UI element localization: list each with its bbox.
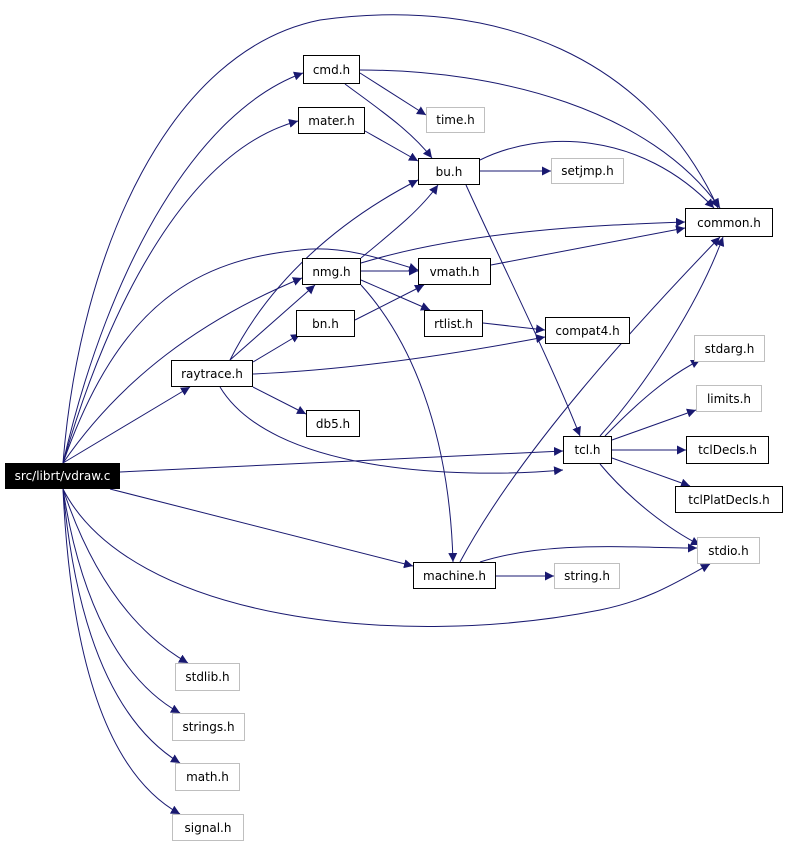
edge-bu-to-common xyxy=(479,141,715,209)
node-stdarg-h: stdarg.h xyxy=(694,335,765,362)
node-label: db5.h xyxy=(315,416,351,431)
node-stdio-h: stdio.h xyxy=(697,537,760,564)
edge-machine-to-common xyxy=(459,236,721,563)
edge-vdraw-to-stdlib xyxy=(62,488,189,664)
node-label: stdio.h xyxy=(708,543,749,558)
node-label: machine.h xyxy=(423,568,486,583)
node-label: vmath.h xyxy=(429,264,480,279)
edge-raytrace-to-bn xyxy=(252,333,301,363)
node-label: rtlist.h xyxy=(434,316,473,331)
node-rtlist-h[interactable]: rtlist.h xyxy=(424,310,483,337)
node-label: string.h xyxy=(564,569,610,583)
node-label: tclPlatDecls.h xyxy=(688,492,770,507)
edge-rtlist-to-compat4 xyxy=(482,322,546,334)
node-tclplatdecls-h[interactable]: tclPlatDecls.h xyxy=(675,486,783,513)
edge-tcl-to-common xyxy=(599,236,725,437)
node-label: time.h xyxy=(436,113,475,127)
node-label: limits.h xyxy=(706,391,752,406)
node-label: setjmp.h xyxy=(561,164,614,178)
edge-nmg-to-rtlist xyxy=(360,279,431,311)
node-common-h[interactable]: common.h xyxy=(685,208,773,237)
node-label: stdlib.h xyxy=(185,670,230,684)
node-label: stdarg.h xyxy=(704,341,755,356)
edge-raytrace-to-compat4 xyxy=(252,334,546,375)
edge-tcl-to-tclPlatDecls xyxy=(611,457,691,488)
edge-vdraw-to-nmg xyxy=(62,277,303,464)
node-nmg-h[interactable]: nmg.h xyxy=(302,258,361,285)
node-limits-h: limits.h xyxy=(696,385,762,412)
edge-cmd-to-common xyxy=(359,69,721,209)
node-db5-h[interactable]: db5.h xyxy=(306,410,360,437)
node-time-h: time.h xyxy=(426,107,485,133)
node-tcl-h[interactable]: tcl.h xyxy=(563,436,612,464)
edge-bu-to-tcl xyxy=(465,184,581,437)
node-label: strings.h xyxy=(182,720,235,734)
node-stdlib-h: stdlib.h xyxy=(175,663,240,691)
edge-vdraw-to-common xyxy=(62,14,719,464)
edge-tcl-to-stdarg xyxy=(604,359,701,437)
edge-cmd-to-time xyxy=(359,72,427,116)
edge-mater-to-bu xyxy=(364,130,419,162)
node-label: nmg.h xyxy=(312,264,351,279)
edge-vdraw-to-mater xyxy=(62,118,299,464)
node-label: signal.h xyxy=(184,820,232,835)
node-cmd-h[interactable]: cmd.h xyxy=(303,55,360,84)
edge-nmg-to-bu xyxy=(360,184,439,259)
node-mater-h[interactable]: mater.h xyxy=(298,107,365,134)
edge-raytrace-to-db5 xyxy=(252,386,307,415)
edge-machine-to-stdio xyxy=(479,543,698,563)
node-tcldecls-h[interactable]: tclDecls.h xyxy=(686,436,769,464)
edge-nmg-to-common xyxy=(360,217,686,264)
node-signal-h: signal.h xyxy=(172,814,244,841)
edge-tcl-to-stdio xyxy=(599,463,701,546)
node-raytrace-h[interactable]: raytrace.h xyxy=(171,360,253,387)
node-setjmp-h: setjmp.h xyxy=(551,158,624,184)
edge-raytrace-to-nmg xyxy=(229,284,316,361)
node-math-h: math.h xyxy=(175,763,240,791)
edge-nmg-to-machine xyxy=(360,284,458,563)
edge-tcl-to-limits xyxy=(611,408,697,441)
node-machine-h[interactable]: machine.h xyxy=(413,562,496,589)
node-compat4-h[interactable]: compat4.h xyxy=(545,317,630,344)
node-bn-h[interactable]: bn.h xyxy=(296,310,355,337)
edge-vdraw-to-strings xyxy=(62,488,181,714)
node-vmath-h[interactable]: vmath.h xyxy=(418,258,491,285)
root-file-node[interactable]: src/librt/vdraw.c xyxy=(5,463,120,489)
node-label: cmd.h xyxy=(312,62,351,77)
node-label: common.h xyxy=(697,215,761,230)
edge-vdraw-to-cmd xyxy=(62,71,304,464)
edge-raytrace-to-tcl xyxy=(219,386,564,476)
node-label: compat4.h xyxy=(555,323,620,338)
edge-vdraw-to-machine xyxy=(109,488,414,569)
node-label: math.h xyxy=(186,770,229,784)
node-label: bn.h xyxy=(312,316,339,331)
node-label: mater.h xyxy=(308,113,355,128)
edge-vmath-to-common xyxy=(490,225,686,266)
edge-cmd-to-bu xyxy=(344,83,433,159)
edge-raytrace-to-bu xyxy=(229,179,419,361)
node-label: tcl.h xyxy=(574,443,601,457)
node-label: tclDecls.h xyxy=(698,443,757,457)
edge-vdraw-to-signal xyxy=(62,488,181,815)
edge-vdraw-to-vmath xyxy=(62,248,419,464)
node-label: raytrace.h xyxy=(181,366,243,381)
edge-bn-to-vmath xyxy=(354,284,425,321)
edge-vdraw-to-math xyxy=(62,488,181,764)
edge-vdraw-to-stdio xyxy=(62,488,711,627)
node-strings-h: strings.h xyxy=(172,713,245,741)
edge-vdraw-to-tcl xyxy=(119,446,564,473)
node-label: bu.h xyxy=(435,164,463,179)
node-bu-h[interactable]: bu.h xyxy=(418,158,480,185)
root-file-label: src/librt/vdraw.c xyxy=(14,469,111,483)
node-string-h: string.h xyxy=(554,563,620,589)
edge-vdraw-to-raytrace xyxy=(62,386,191,464)
